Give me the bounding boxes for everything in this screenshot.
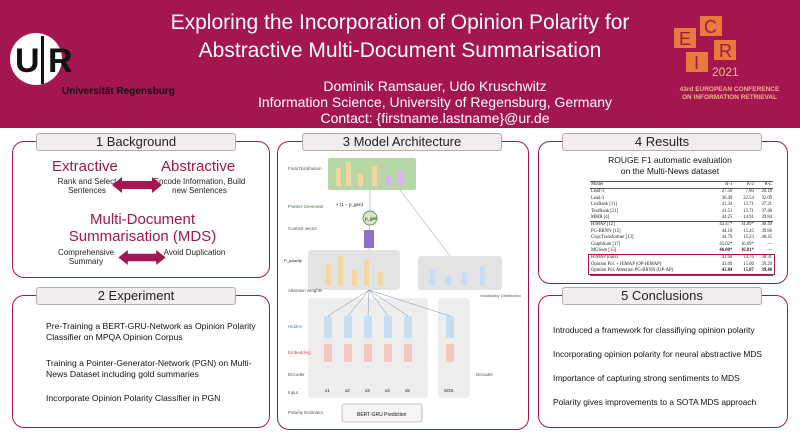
results-caption: ROUGE F1 automatic evaluation on the Mul…: [590, 155, 750, 177]
mds-line2: Summarisation (MDS): [68, 228, 217, 245]
results-caption-line1: ROUGE F1 automatic evaluation: [608, 155, 732, 165]
hidden-label: Hidden: [288, 324, 303, 329]
results-title: 4 Results: [562, 133, 762, 151]
conclusion-item: Importance of capturing strong sentiment…: [553, 373, 740, 383]
svg-text:C: C: [704, 17, 717, 37]
extractive-label: Extractive: [52, 158, 118, 175]
double-arrow-icon: [118, 249, 166, 266]
affiliation: Information Science, University of Regen…: [257, 94, 613, 110]
embedding-label: Embedding: [288, 350, 311, 355]
results-caption-line2: on the Multi-News dataset: [620, 166, 720, 176]
table-header: Model: [590, 180, 712, 190]
svg-text:R: R: [48, 42, 73, 80]
one-minus-pgen: × (1 − p_gen): [336, 202, 364, 207]
conclusions-panel: [538, 295, 788, 428]
svg-text:x2: x2: [345, 388, 350, 393]
svg-text:E: E: [679, 29, 691, 49]
experiment-item: Incorporate Opinion Polarity Classifier …: [46, 393, 221, 403]
polarity-estimator-label: Polarity Estimator: [288, 410, 324, 415]
bert-prediction-text: BERT-GRU Prediction: [357, 412, 407, 418]
table-row: HiMAP [12]43.47*14.89*40.49: [590, 221, 773, 229]
avoid-dup-sub: Avoid Duplication: [163, 248, 226, 257]
encoder-cells: [324, 316, 412, 362]
conference-name-line2: ON INFORMATION RETRIEVAL: [681, 94, 778, 101]
highlight-box: [588, 254, 775, 275]
svg-text:x5: x5: [405, 388, 410, 393]
final-distribution-label: Final Distribution: [288, 166, 322, 171]
mds-label: Multi-Document Summarisation (MDS): [60, 211, 225, 245]
sos-token: SOS: [444, 388, 454, 393]
poster-title: Exploring the Incorporation of Opinion P…: [170, 11, 630, 62]
vocabulary-label: Vocabulary Distribution: [480, 293, 521, 298]
authors: Dominik Ramsauer, Udo Kruschwitz: [323, 78, 547, 94]
table-header: R-L: [754, 180, 773, 190]
table-header-row: Model R-1 R-2 R-L: [590, 180, 773, 190]
svg-text:x3: x3: [365, 388, 370, 393]
decoder-label: Decoder: [476, 372, 494, 377]
encoder-label: Encoder: [288, 372, 305, 377]
poster-authors-block: Dominik Ramsauer, Udo Kruschwitz Informa…: [200, 78, 670, 126]
conclusion-item: Introduced a framework for classifiying …: [553, 325, 755, 335]
context-vector-box: [364, 230, 374, 248]
header-banner: [0, 0, 800, 128]
svg-text:U: U: [15, 42, 40, 80]
table-header: R-1: [711, 180, 734, 190]
table-row: MGSum [15]46.00*16.81*—: [591, 248, 772, 254]
svg-text:R: R: [719, 41, 732, 61]
conclusion-item: Incorporating opinion polarity for neura…: [553, 349, 763, 359]
contact: Contact: {firstname.lastname}@ur.de: [320, 110, 550, 126]
abstractive-label: Abstractive: [161, 158, 236, 175]
extractive-sub: Rank and Select Sentences: [57, 177, 117, 195]
conference-name: 43rd EUROPEAN CONFERENCE ON INFORMATION …: [672, 86, 787, 102]
university-name: Universität Regensburg: [62, 86, 175, 97]
background-title: 1 Background: [36, 133, 236, 151]
table-row: GraphSum [17]45.02*16.69*—: [591, 241, 772, 247]
svg-text:x1: x1: [325, 388, 330, 393]
conclusions-title: 5 Conclusions: [562, 287, 762, 305]
p-polarity-text: P_polarity: [284, 258, 302, 263]
p-gen-text: p_gen: [365, 216, 378, 221]
abstractive-sub: Encode Information, Build new Sentences: [153, 177, 246, 195]
comprehensive-sub: Comprehensive Summary: [57, 248, 115, 266]
experiment-item: Pre-Training a BERT-GRU-Network as Opini…: [46, 321, 256, 342]
ecir-logo: E C I R 2021: [674, 16, 739, 79]
table-header: R-2: [733, 180, 755, 190]
conclusion-item: Polarity gives improvements to a SOTA MD…: [553, 397, 757, 407]
experiment-panel: [12, 295, 270, 428]
double-arrow-icon: [112, 177, 162, 193]
svg-text:I: I: [694, 53, 699, 73]
bert-prediction-box: [341, 403, 423, 423]
conference-name-line1: 43rd EUROPEAN CONFERENCE: [679, 86, 780, 93]
model-title: 3 Model Architecture: [302, 133, 502, 151]
svg-text:x4: x4: [385, 388, 390, 393]
mds-line1: Multi-Document: [89, 211, 196, 228]
context-vector-label: Context vector: [288, 226, 318, 231]
attention-weights-label: Attention weights: [288, 288, 323, 293]
pointer-generator-label: Pointer Generator: [288, 204, 324, 209]
ur-logo: U R: [10, 33, 73, 85]
model-architecture-diagram: Final Distribution Pointer Generator p_g…: [284, 158, 521, 423]
experiment-title: 2 Experiment: [36, 287, 236, 305]
experiment-item: Training a Pointer-Generator-Network (PG…: [46, 358, 252, 379]
input-label: Input: [288, 390, 299, 395]
conference-year: 2021: [712, 65, 739, 79]
input-tokens: x1 x2 x3 x4 x5: [325, 388, 410, 393]
